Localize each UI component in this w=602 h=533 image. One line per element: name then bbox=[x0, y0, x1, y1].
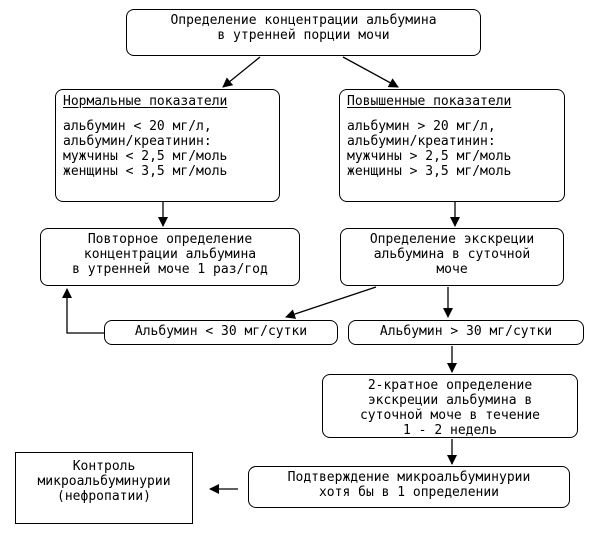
arrow-daily-to-low bbox=[285, 286, 377, 319]
repeat-yearly-line-3: в утренней моче 1 раз/год bbox=[72, 262, 268, 277]
normal-title: Нормальные показатели bbox=[63, 94, 228, 109]
confirm-line-1: Подтверждение микроальбуминурии bbox=[287, 470, 531, 485]
elevated-line-3: мужчины > 2,5 мг/моль bbox=[347, 149, 512, 164]
elevated-line-4: женщины > 3,5 мг/моль bbox=[347, 164, 512, 179]
control-box: Контроль микроальбуминурии (нефропатии) bbox=[15, 452, 193, 524]
double-test-line-3: суточной моче в течение bbox=[359, 408, 540, 423]
normal-box: Нормальные показатели альбумин < 20 мг/л… bbox=[55, 89, 280, 202]
start-line-2: в утренней порции мочи bbox=[217, 28, 390, 43]
daily-excretion-line-2: альбумина в суточной bbox=[373, 247, 531, 262]
albumin-low-box: Альбумин < 30 мг/сутки bbox=[104, 320, 338, 345]
repeat-yearly-box: Повторное определение концентрации альбу… bbox=[40, 228, 300, 286]
elevated-title: Повышенные показатели bbox=[347, 94, 512, 109]
repeat-yearly-line-1: Повторное определение bbox=[87, 232, 253, 247]
double-test-line-1: 2-кратное определение bbox=[367, 378, 533, 393]
albumin-high-label: Альбумин > 30 мг/сутки bbox=[379, 324, 553, 339]
albumin-high-box: Альбумин > 30 мг/сутки bbox=[348, 320, 584, 345]
elevated-line-1: альбумин > 20 мг/л, bbox=[347, 119, 496, 134]
confirm-line-2: хотя бы в 1 определении bbox=[318, 485, 499, 500]
elevated-line-2: альбумин/креатинин: bbox=[347, 134, 496, 149]
start-line-1: Определение концентрации альбумина bbox=[170, 13, 437, 28]
confirm-box: Подтверждение микроальбуминурии хотя бы … bbox=[248, 466, 570, 508]
start-box: Определение концентрации альбумина в утр… bbox=[126, 9, 481, 56]
double-test-line-4: 1 - 2 недель bbox=[403, 423, 497, 438]
double-test-line-2: экскреции альбумина в bbox=[367, 393, 533, 408]
elevated-box: Повышенные показатели альбумин > 20 мг/л… bbox=[339, 89, 565, 202]
daily-excretion-line-3: моче bbox=[436, 262, 468, 277]
normal-line-3: мужчины < 2,5 мг/моль bbox=[63, 149, 228, 164]
normal-line-4: женщины < 3,5 мг/моль bbox=[63, 164, 228, 179]
daily-excretion-box: Определение экскреции альбумина в суточн… bbox=[340, 228, 564, 286]
arrow-start-to-normal bbox=[222, 56, 261, 88]
normal-line-1: альбумин < 20 мг/л, bbox=[63, 119, 212, 134]
repeat-yearly-line-2: концентрации альбумина bbox=[83, 247, 257, 262]
control-line-1: Контроль bbox=[72, 459, 136, 474]
daily-excretion-line-1: Определение экскреции bbox=[369, 232, 535, 247]
control-line-3: (нефропатии) bbox=[57, 489, 151, 504]
albumin-low-label: Альбумин < 30 мг/сутки bbox=[134, 324, 308, 339]
control-line-2: микроальбуминурии bbox=[37, 474, 171, 489]
arrow-start-to-elevated bbox=[342, 56, 399, 88]
arrow-low-to-repeat bbox=[62, 288, 104, 334]
double-test-box: 2-кратное определение экскреции альбумин… bbox=[322, 374, 578, 438]
normal-line-2: альбумин/креатинин: bbox=[63, 134, 212, 149]
